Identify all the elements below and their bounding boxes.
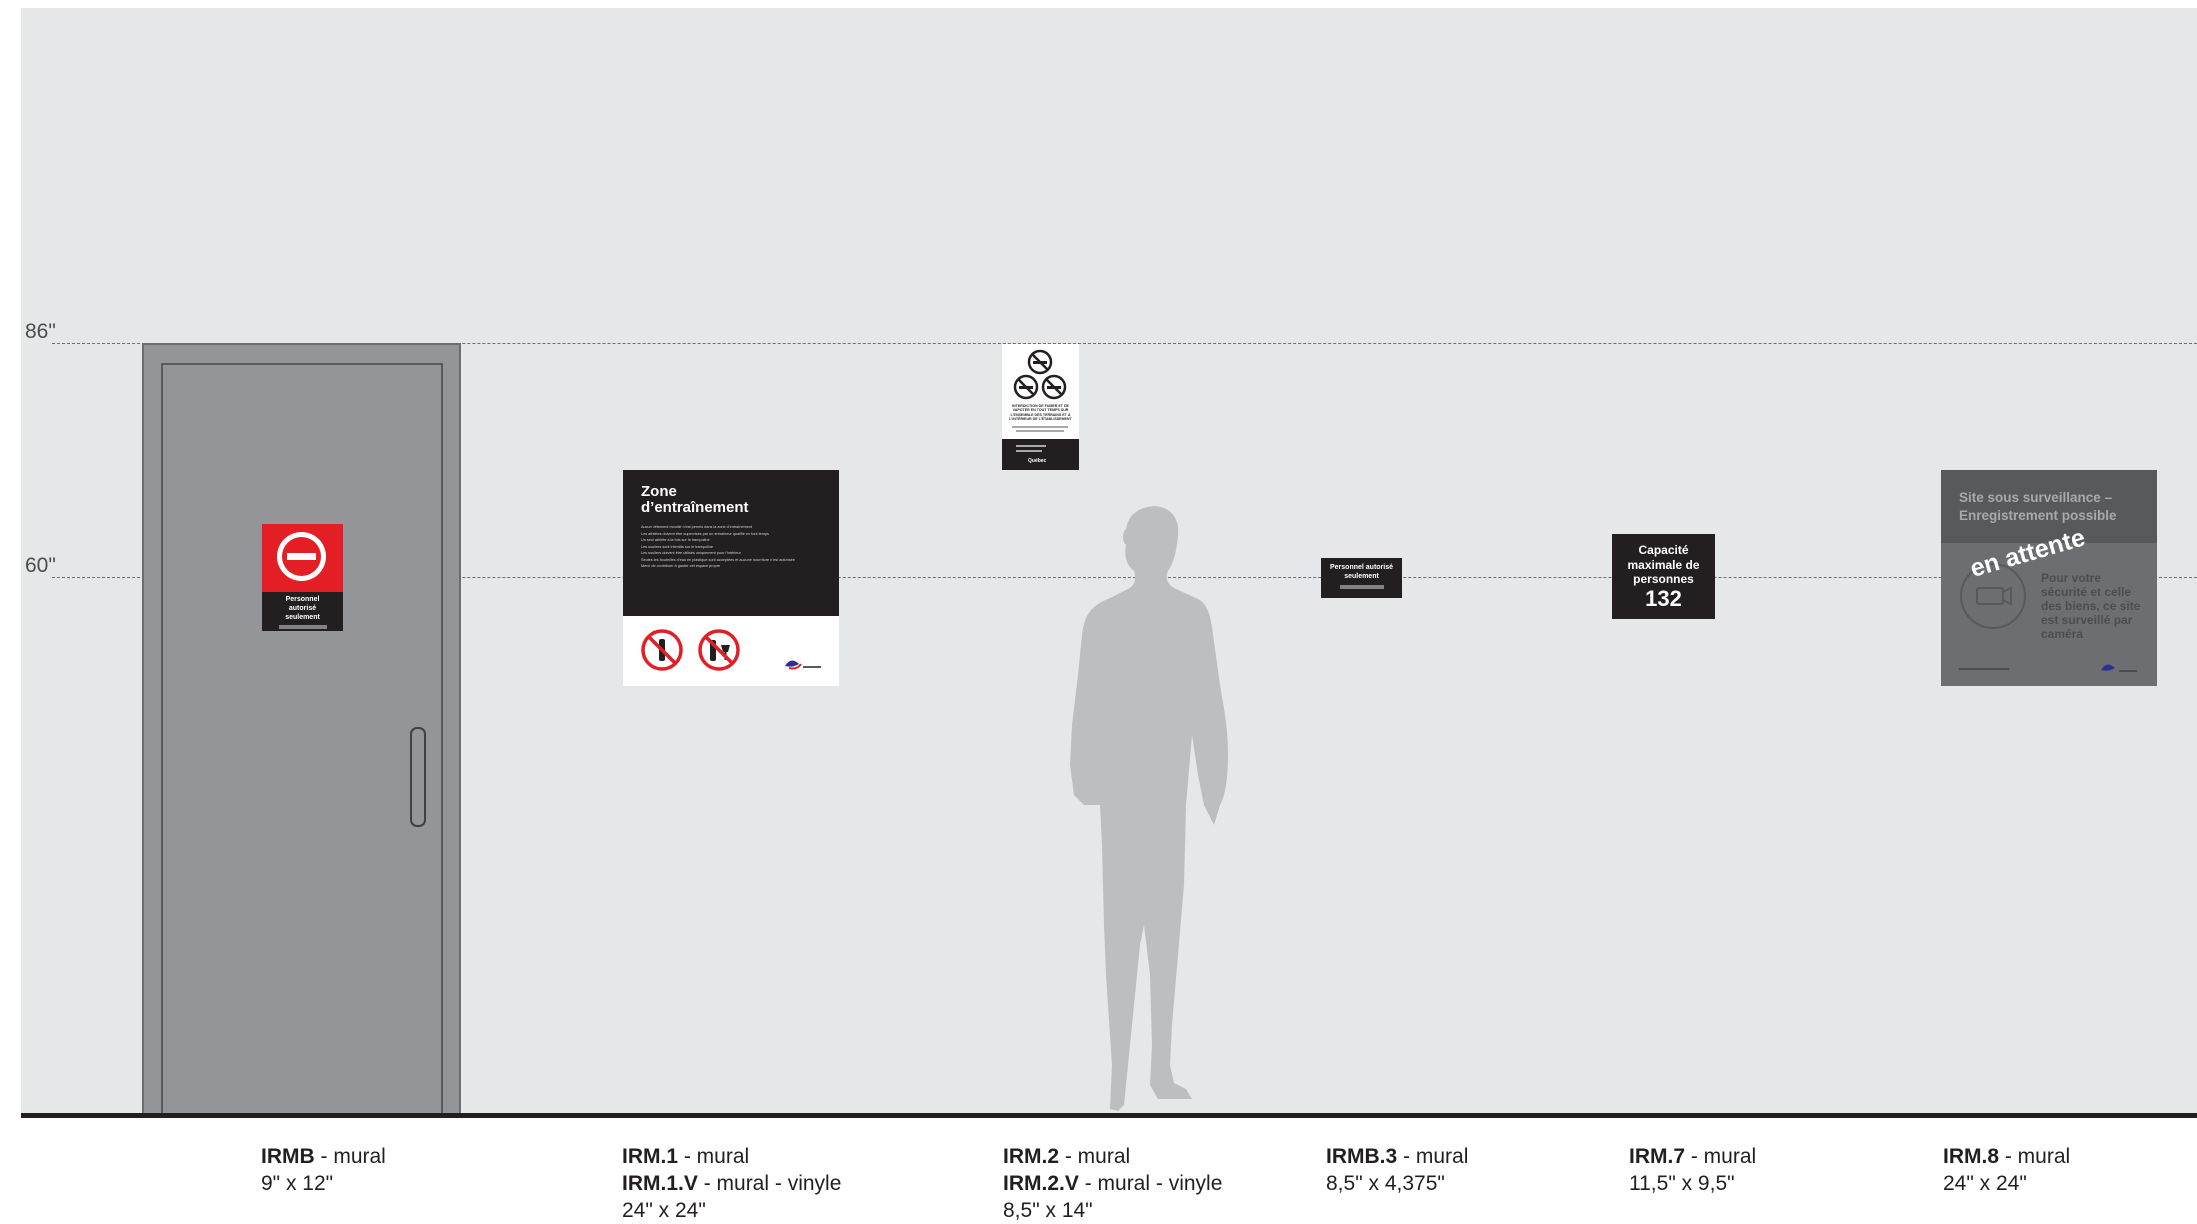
caption-line: IRMB - mural bbox=[261, 1145, 386, 1168]
caption-line: IRM.2 - mural bbox=[1003, 1145, 1131, 1168]
caption-irmb3: IRMB.3 - mural 8,5" x 4,375" bbox=[1326, 1143, 1468, 1197]
caption-irm2: IRM.2 - mural IRM.2.V - mural - vinyle 8… bbox=[1003, 1143, 1222, 1224]
sign-irm2-footer-line bbox=[1016, 450, 1042, 452]
caption-line: 9" x 12" bbox=[261, 1172, 334, 1195]
sign-irm1: Zone d’entraînement Aucun vêtement mouil… bbox=[623, 470, 839, 686]
caption-line: IRM.1 - mural bbox=[622, 1145, 750, 1168]
caption-line: IRM.8 - mural bbox=[1943, 1145, 2071, 1168]
sign-irm7-value: 132 bbox=[1645, 585, 1682, 611]
caption-line: 8,5" x 14" bbox=[1003, 1199, 1093, 1222]
caption-line: IRM.2.V - mural - vinyle bbox=[1003, 1172, 1223, 1195]
height-label-86: 86" bbox=[25, 320, 56, 343]
sign-irm1-bullets: Aucun vêtement mouillé n’est permis dans… bbox=[641, 524, 827, 570]
sign-irmb-text: Personnel autorisé seulement bbox=[285, 596, 320, 621]
sign-irm1-bullet: Aucun vêtement mouillé n’est permis dans… bbox=[641, 525, 753, 529]
door-handle bbox=[410, 727, 426, 827]
sign-irm1-bullet: Un seul athlète à la fois sur le trampol… bbox=[641, 538, 710, 542]
person-silhouette bbox=[1070, 506, 1228, 1111]
caption-line: IRM.1.V - mural - vinyle bbox=[622, 1172, 842, 1195]
sign-irm1-bullet: Les souliers sont interdits sur le tramp… bbox=[641, 544, 713, 549]
caption-line: IRMB.3 - mural bbox=[1326, 1145, 1469, 1168]
sign-irm2-fineprint bbox=[1016, 430, 1064, 432]
caption-line: 11,5" x 9,5" bbox=[1629, 1172, 1735, 1195]
sign-irm1-bullet: Merci de contribuer à garder cet espace … bbox=[641, 564, 721, 568]
sign-irm8-header: Site sous surveillance – Enregistrement … bbox=[1959, 490, 2117, 523]
sign-irm8: Site sous surveillance – Enregistrement … bbox=[1941, 470, 2157, 686]
sign-irm1-bullet: Seules les bouteilles d’eau en plastique… bbox=[641, 557, 795, 562]
camera-icon bbox=[1960, 563, 2026, 629]
sign-irm2-footer-text: Québec bbox=[1028, 458, 1047, 464]
sign-irm2: INTERDICTION DE FUMER ET DE VAPOTER EN T… bbox=[1002, 344, 1079, 470]
sign-irm8-header-panel: Site sous surveillance – Enregistrement … bbox=[1941, 470, 2157, 543]
caption-line: 8,5" x 4,375" bbox=[1326, 1172, 1445, 1195]
sign-irmb3: Personnel autorisé seulement bbox=[1321, 558, 1402, 598]
caption-irm8: IRM.8 - mural 24" x 24" bbox=[1943, 1143, 2070, 1197]
caption-line: IRM.7 - mural bbox=[1629, 1145, 1757, 1168]
sign-irmb3-text: Personnel autorisé seulement bbox=[1329, 564, 1394, 580]
sign-irm8-logo bbox=[2101, 664, 2137, 672]
height-label-60: 60" bbox=[25, 554, 56, 577]
door-panel bbox=[161, 363, 443, 1115]
sign-irm1-title: Zone d’entraînement bbox=[641, 483, 749, 516]
sign-irm2-footer-line bbox=[1016, 445, 1046, 447]
height-line-86 bbox=[52, 343, 2197, 344]
sign-irm8-body: Pour votre sécurité et celle des biens, … bbox=[2041, 571, 2141, 641]
caption-irmb: IRMB - mural 9" x 12" bbox=[261, 1143, 386, 1197]
sign-irm1-dark-panel: Zone d’entraînement Aucun vêtement mouil… bbox=[623, 470, 839, 616]
caption-irm1: IRM.1 - mural IRM.1.V - mural - vinyle 2… bbox=[622, 1143, 841, 1224]
height-line-60 bbox=[52, 577, 2197, 578]
sign-irmb3-logo bbox=[1339, 585, 1384, 589]
sign-irm2-footer-panel: Québec bbox=[1002, 439, 1079, 470]
caption-irm7: IRM.7 - mural 11,5" x 9,5" bbox=[1629, 1143, 1756, 1197]
sign-irmb-text-panel: Personnel autorisé seulement bbox=[262, 592, 343, 631]
floor-line bbox=[21, 1113, 2197, 1118]
sign-irm1-bullet: Les souliers doivent être utilisés uniqu… bbox=[641, 551, 741, 555]
sign-irmb-red-panel bbox=[262, 524, 343, 592]
sign-irm7-label: Capacité maximale de personnes bbox=[1627, 543, 1700, 586]
sign-irm8-fineprint bbox=[1959, 668, 2009, 670]
sign-irm2-fineprint bbox=[1012, 426, 1068, 428]
no-entry-icon bbox=[277, 532, 326, 581]
no-bottle-icon bbox=[641, 629, 683, 671]
no-alcohol-icon bbox=[698, 629, 740, 671]
door bbox=[142, 343, 461, 1115]
caption-line: 24" x 24" bbox=[622, 1199, 706, 1222]
sign-irm7: Capacité maximale de personnes 132 bbox=[1612, 534, 1715, 619]
sign-irmb: Personnel autorisé seulement bbox=[262, 524, 343, 631]
no-smoking-icons bbox=[1013, 349, 1067, 400]
sign-irm1-bullet: Les athlètes doivent être supervisés par… bbox=[641, 531, 769, 536]
sign-irmb-logo bbox=[278, 625, 327, 629]
sign-irm2-text: INTERDICTION DE FUMER ET DE VAPOTER EN T… bbox=[1009, 404, 1072, 422]
caption-line: 24" x 24" bbox=[1943, 1172, 2027, 1195]
sign-irm1-logo bbox=[785, 660, 821, 670]
